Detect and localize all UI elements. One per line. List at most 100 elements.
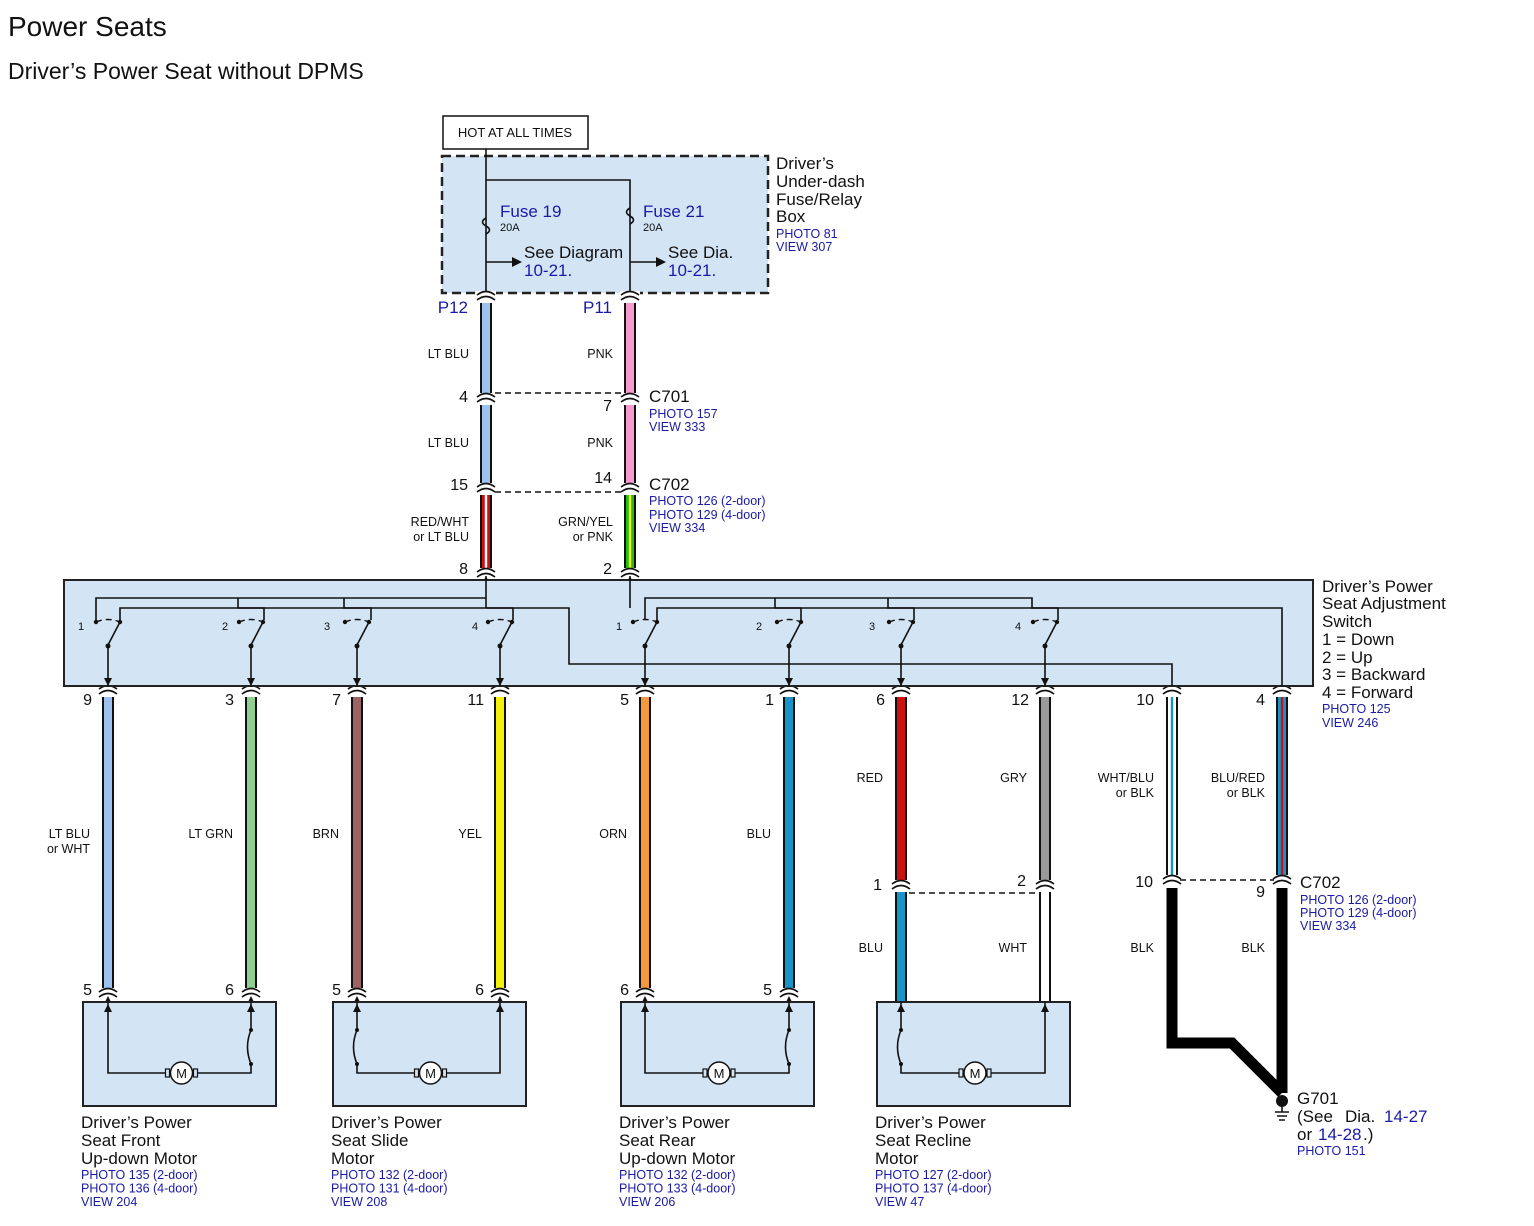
motor-2-ref-2: VIEW 208 [331,1195,387,1209]
motor-symbol-4: M [970,1066,981,1081]
motor-3-name-1: Seat Rear [619,1131,696,1150]
recline-pin-2: 2 [1017,873,1026,890]
switch-contact-4 [485,618,515,686]
wire-lt-blu-1 [480,300,492,395]
fuse-box-name-3: Fuse/Relay [776,190,862,209]
wire-label-10-1: or BLK [1116,786,1155,800]
wire-label-4-0: BLU/RED [1211,771,1265,785]
switch-contact-3 [342,618,372,686]
switch-position-3: 3 [869,621,875,633]
switch-ref-2: VIEW 246 [1322,716,1378,730]
connector-c702-9 [1272,874,1292,887]
pin-p12: P12 [438,298,468,317]
connector-p12 [476,290,496,303]
motor-1-name-2: Up-down Motor [81,1149,198,1168]
connector-motor-terminal [347,987,367,1000]
wire-label-10-0: WHT/BLU [1098,771,1154,785]
motor-1-ref-1: PHOTO 136 (4-door) [81,1182,197,1196]
motor-pin-5: 5 [763,982,772,999]
switch-pin-3: 3 [225,692,234,709]
motor-2-name-2: Motor [331,1149,375,1168]
switch-pin-11: 11 [467,692,484,709]
switch-name-4: 1 = Down [1322,630,1394,649]
switch-pin-12: 12 [1011,692,1029,709]
switch-pin-1: 1 [765,692,774,709]
motor-4-ref-2: VIEW 47 [875,1195,924,1209]
wire-label-lt-blu-2: LT BLU [428,436,469,450]
fuse-19-rating: 20A [500,222,520,234]
ground-photo-ref: PHOTO 151 [1297,1144,1366,1158]
wire-label-blk-a: BLK [1130,941,1154,955]
motor-symbol-2: M [425,1066,436,1081]
connector-recline-1 [891,879,911,892]
wire-wht-recline [1039,892,1051,1002]
connector-switch-4 [1272,684,1292,697]
switch-pin-6: 6 [876,692,885,709]
wire-label-4-1: or BLK [1227,786,1266,800]
c702-top-ref-1: PHOTO 126 (2-door) [649,494,765,508]
c702-bottom-ref-3: VIEW 334 [1300,919,1356,933]
ground-dia: Dia. [1345,1107,1375,1126]
c701-pin-7: 7 [603,398,612,415]
motor-2-name-1: Seat Slide [331,1131,409,1150]
fuse-box-ref-1: PHOTO 81 [776,227,838,241]
connector-c701-a [476,392,496,405]
motor-pin-6: 6 [620,982,629,999]
connector-c702-b [620,482,640,495]
ground-name: G701 [1297,1089,1339,1108]
wire-layer [98,290,1292,1097]
ground-close: .) [1363,1125,1373,1144]
wire-label-pnk-1: PNK [587,347,613,361]
c702-bottom-ref-2: PHOTO 129 (4-door) [1300,906,1416,920]
wire-lower-1 [783,694,795,995]
wire-lt-blu-2 [480,405,492,484]
switch-position-3: 3 [324,621,330,633]
c701-ref-2: VIEW 333 [649,420,705,434]
wire-label-6-0: RED [857,771,883,785]
motor-1-ref-0: PHOTO 135 (2-door) [81,1168,197,1182]
fuse-box-name-4: Box [776,207,806,226]
connector-switch-6 [891,684,911,697]
switch-pin-10: 10 [1136,692,1154,709]
wire-lower-4 [1276,694,1288,880]
ground-g701 [1275,1095,1289,1121]
connector-motor-terminal [635,987,655,1000]
fuse-21-label: Fuse 21 [643,202,704,221]
wire-lower-5 [639,694,651,995]
connector-c702-a [476,482,496,495]
c702-top-label: C702 [649,475,690,494]
wire-label-red-wht-1: RED/WHT [411,515,470,529]
wire-label-7-0: BRN [313,827,339,841]
connector-motor-terminal [241,987,261,1000]
motor-4-ref-1: PHOTO 137 (4-door) [875,1182,991,1196]
motor-2-name-0: Driver’s Power [331,1113,442,1132]
switch-contact-2 [236,618,266,686]
switch-ref-1: PHOTO 125 [1322,702,1391,716]
connector-motor-terminal [779,987,799,1000]
fuse-21-see: See Dia. [668,243,733,262]
wire-red-wht [480,494,492,572]
wire-label-9-1: or WHT [47,842,90,856]
wire-label-blk-b: BLK [1241,941,1265,955]
motor-3-name-2: Up-down Motor [619,1149,736,1168]
motor-4-name-1: Seat Recline [875,1131,971,1150]
motor-pin-6: 6 [225,982,234,999]
switch-position-1: 1 [78,621,84,633]
switch-contact-1 [93,618,123,686]
connector-motor-terminal [490,987,510,1000]
fuse-box-name-2: Under-dash [776,172,865,191]
motor-symbol-1: M [176,1066,187,1081]
switch-name-2: Seat Adjustment [1322,594,1446,613]
wire-label-11-0: YEL [458,827,482,841]
wire-lower-10 [1166,694,1178,880]
motor-4-name-0: Driver’s Power [875,1113,986,1132]
wire-lower-9 [102,694,114,995]
fuse-19-label: Fuse 19 [500,202,561,221]
switch-contact-8 [1030,618,1060,686]
wire-label-red-wht-2: or LT BLU [413,530,469,544]
fuse-21-rating: 20A [643,222,663,234]
c702-bottom-pin-9: 9 [1256,884,1265,901]
